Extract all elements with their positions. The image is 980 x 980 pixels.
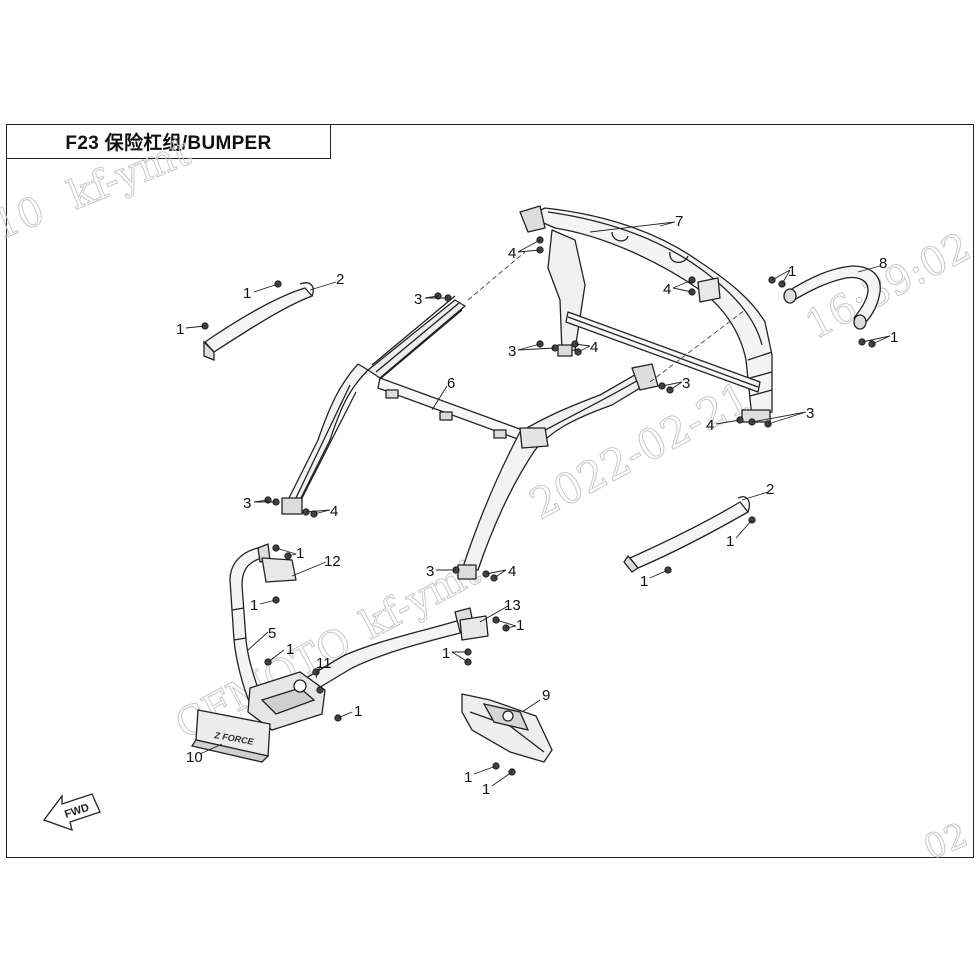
label-6: 6 (447, 375, 455, 392)
label-2-upper: 2 (336, 271, 344, 288)
fastener-label-4a: 4 (508, 245, 516, 262)
fastener-label-4e: 4 (330, 503, 338, 520)
part-2-side-bar-lower (623, 496, 750, 573)
part-10-bumper-plate: Z FORCE (190, 709, 271, 763)
fastener-label-3f: 3 (426, 563, 434, 580)
fastener-label-1g: 1 (296, 545, 304, 562)
fastener-label-1d: 1 (890, 329, 898, 346)
title-box: F23 保险杠组/BUMPER (6, 124, 331, 159)
fastener-label-1n: 1 (482, 781, 490, 798)
fastener-label-3b: 3 (508, 343, 516, 360)
diagram-frame (6, 124, 974, 858)
part-labels: 7 8 6 2 2 5 9 10 11 12 13 1 1 1 1 1 1 1 … (176, 213, 898, 798)
fastener-label-1h: 1 (250, 597, 258, 614)
watermark-text-6: 10 (0, 188, 51, 250)
fastener-label-4b: 4 (590, 339, 598, 356)
fastener-label-3a: 3 (414, 291, 422, 308)
fastener-label-1e: 1 (726, 533, 734, 550)
fastener-label-4c: 4 (663, 281, 671, 298)
fastener-label-3c: 3 (682, 375, 690, 392)
fastener-label-4f: 4 (508, 563, 516, 580)
fastener-label-1m: 1 (464, 769, 472, 786)
fastener-label-3d: 3 (806, 405, 814, 422)
label-9: 9 (542, 687, 550, 704)
watermark-text-3: 16:39:02 (798, 224, 978, 349)
part-6-main-roll-bar (281, 295, 659, 580)
fastener-label-1k: 1 (516, 617, 524, 634)
watermark-text-1: kf-ymt (62, 129, 198, 220)
watermark-text-7: 02 (918, 815, 973, 868)
label-10: 10 (186, 749, 203, 766)
assembly-lines (467, 251, 746, 383)
label-7: 7 (675, 213, 683, 230)
fwd-arrow: FWD (42, 793, 101, 832)
fastener-label-3e: 3 (243, 495, 251, 512)
part-8-grab-bar (783, 265, 881, 330)
label-8: 8 (879, 255, 887, 272)
label-5: 5 (268, 625, 276, 642)
part-9-skid-plate (461, 693, 553, 763)
fastener-label-1l: 1 (442, 645, 450, 662)
part-2-side-bar-upper (203, 282, 314, 361)
leader-lines (185, 221, 891, 787)
part-11-winch-mount (247, 671, 326, 731)
watermark-text-2: 2022-02-21 (522, 372, 759, 529)
part-7-rear-roll-bar (519, 205, 773, 423)
label-2-lower: 2 (766, 481, 774, 498)
label-12: 12 (324, 553, 341, 570)
page-title: F23 保险杠组/BUMPER (65, 133, 272, 154)
label-13: 13 (504, 597, 521, 614)
fastener-label-1b: 1 (176, 321, 184, 338)
fastener-label-4d: 4 (706, 417, 714, 434)
fastener-label-1c: 1 (788, 263, 796, 280)
label-11: 11 (316, 655, 332, 672)
fastener-label-1a: 1 (243, 285, 251, 302)
fastener-label-1f: 1 (640, 573, 648, 590)
fastener-label-1j: 1 (354, 703, 362, 720)
fastener-label-1i: 1 (286, 641, 294, 658)
